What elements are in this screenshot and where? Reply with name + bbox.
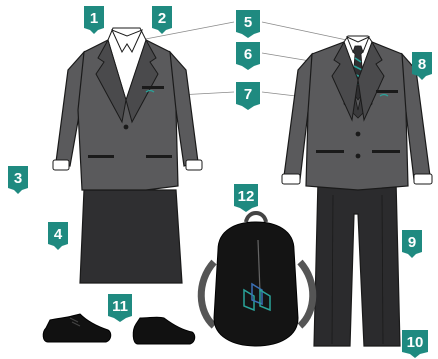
backpack-handle [246, 213, 266, 222]
callout-label-4: 4 [54, 226, 63, 243]
girls-left-cuff [53, 160, 69, 170]
callout-badge-12: 12 [234, 184, 258, 212]
callout-label-6: 6 [244, 46, 252, 63]
girls-uniform [53, 28, 202, 283]
boys-right-pocket [372, 150, 400, 153]
callout-badge-6: 6 [236, 42, 260, 70]
right-shoe [133, 317, 195, 344]
callout-label-8: 8 [418, 56, 426, 73]
callout-badge-10: 10 [402, 330, 428, 358]
callout-badge-7: 7 [236, 82, 260, 110]
callout-badge-4: 4 [48, 222, 68, 250]
backpack-strap-left [201, 262, 214, 326]
callout-label-10: 10 [407, 334, 424, 351]
girls-right-pocket [146, 155, 172, 158]
boys-blazer-button-top [356, 132, 361, 137]
callout-label-12: 12 [238, 188, 255, 205]
callout-label-7: 7 [244, 86, 252, 103]
callout-label-3: 3 [14, 170, 22, 187]
callout-badge-9: 9 [402, 230, 422, 258]
trousers [314, 180, 400, 346]
boys-breast-pocket [376, 90, 398, 93]
callout-label-5: 5 [244, 14, 252, 31]
girls-breast-pocket [142, 86, 164, 89]
boys-left-cuff [282, 174, 300, 184]
boys-left-pocket [316, 150, 344, 153]
boys-uniform [282, 36, 432, 346]
backpack-body [214, 222, 298, 346]
callout-label-1: 1 [90, 10, 98, 27]
callout-label-9: 9 [408, 234, 416, 251]
callout-badge-2: 2 [152, 6, 172, 34]
callout-label-11: 11 [112, 298, 128, 315]
backpack-strap-right [300, 262, 313, 326]
callout-badge-1: 1 [84, 6, 104, 34]
skirt [80, 190, 182, 283]
girls-left-pocket [88, 155, 114, 158]
boys-blazer-button-bottom [356, 154, 361, 159]
callout-label-2: 2 [158, 10, 166, 27]
backpack [201, 213, 313, 346]
leader-line-5-right [262, 22, 356, 42]
girls-blazer-button [124, 125, 129, 130]
boys-right-cuff [414, 174, 432, 184]
girls-right-cuff [186, 160, 202, 170]
callout-badge-3: 3 [8, 166, 28, 194]
left-shoe [43, 314, 111, 342]
callout-badge-5: 5 [236, 10, 260, 38]
callout-badge-11: 11 [108, 294, 132, 322]
